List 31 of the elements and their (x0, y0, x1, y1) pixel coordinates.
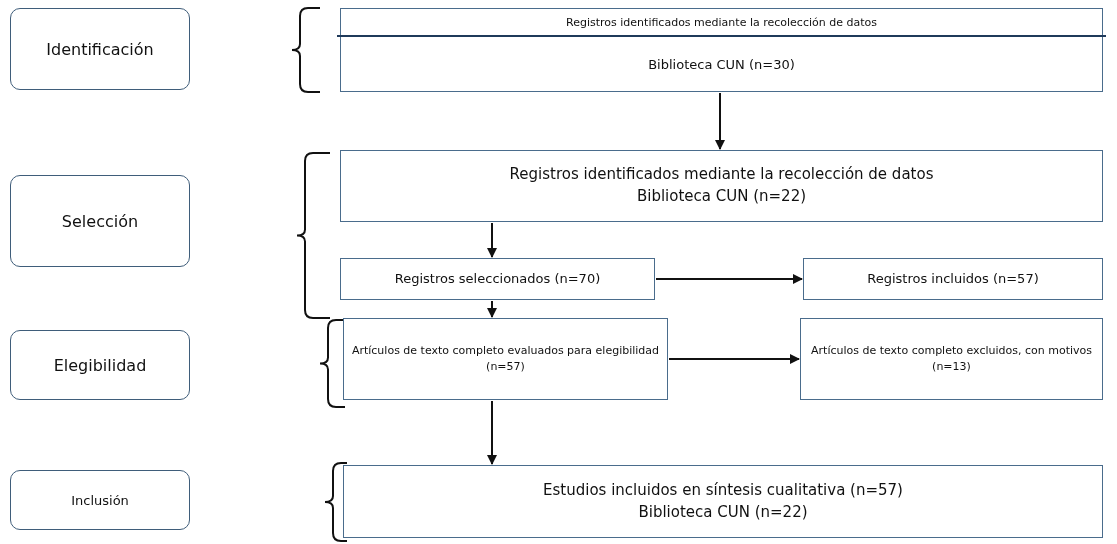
stage-box (10, 8, 190, 90)
arrow (487, 400, 497, 465)
stage-box (10, 330, 190, 400)
box-text: Selección (60, 211, 140, 231)
records-box (340, 8, 1103, 92)
arrow (715, 92, 725, 150)
box-text: Registros incluidos (n=57) (866, 269, 1040, 288)
arrow (655, 274, 803, 284)
process-box (340, 150, 1103, 222)
process-box (340, 258, 655, 300)
process-box (343, 465, 1103, 538)
stage-box (10, 175, 190, 267)
box-text: Elegibilidad (52, 355, 148, 375)
box-text: Registros seleccionados (n=70) (393, 269, 602, 288)
box-text: Artículos de texto completo excluidos, con motivos (n=13) (810, 343, 1093, 375)
arrow (487, 222, 497, 258)
box-text: Identificación (45, 39, 155, 59)
process-box (803, 258, 1103, 300)
process-box (800, 318, 1103, 400)
box-text: Estudios incluidos en síntesis cualitativa (n=57) (542, 479, 904, 501)
box-text: Registros identificados mediante la recolección de datos (337, 9, 1106, 37)
arrow (668, 354, 800, 364)
box-text: Inclusión (70, 492, 130, 508)
box-text: Biblioteca CUN (n=22) (635, 186, 808, 207)
box-text: Biblioteca CUN (n=30) (647, 55, 796, 74)
process-box (343, 318, 668, 400)
box-text: Registros identificados mediante la recolección de datos (508, 164, 935, 186)
arrow (487, 300, 497, 318)
box-text: Artículos de texto completo evaluados para elegibilidad (n=57) (350, 343, 661, 375)
box-text: Biblioteca CUN (n=22) (637, 501, 809, 523)
stage-box (10, 470, 190, 530)
